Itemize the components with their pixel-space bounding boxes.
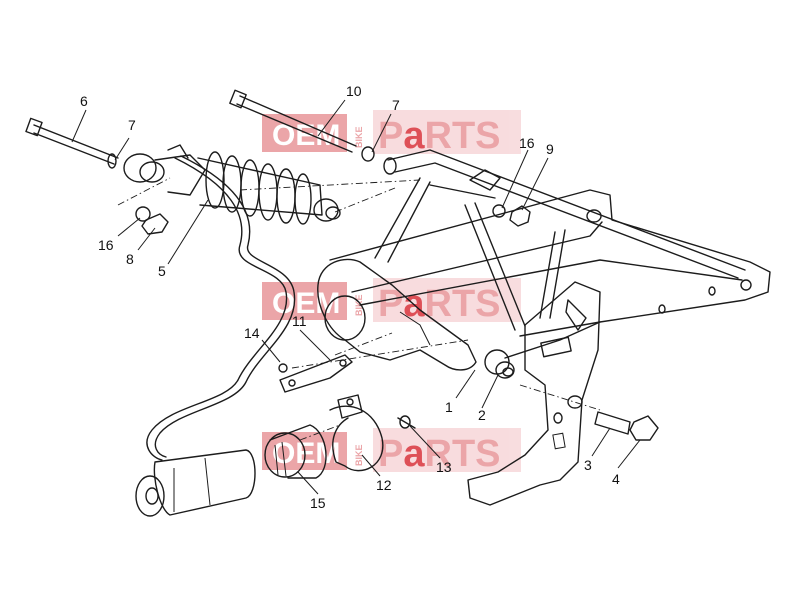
svg-text:PaRTS: PaRTS xyxy=(378,433,501,475)
callout-1: 1 xyxy=(445,399,453,415)
callout-9: 9 xyxy=(546,141,554,157)
callout-11: 11 xyxy=(292,313,307,329)
callout-4: 4 xyxy=(612,471,620,487)
callout-13: 13 xyxy=(436,459,452,475)
callout-8: 8 xyxy=(126,251,134,267)
leader-lines xyxy=(71,99,641,495)
svg-text:BIKE: BIKE xyxy=(354,126,364,148)
callout-14: 14 xyxy=(244,325,260,341)
callout-3: 3 xyxy=(584,457,592,473)
shock-absorber-drawing xyxy=(123,144,341,225)
callout-5: 5 xyxy=(158,263,166,279)
callout-7-right: 7 xyxy=(392,97,400,113)
callout-labels: 6 7 10 7 16 9 16 8 5 14 11 1 2 3 4 13 12… xyxy=(80,83,620,511)
watermark-middle: OEM BIKE PaRTS xyxy=(262,278,521,325)
preload-adjuster-drawing xyxy=(135,155,296,517)
watermark-top: OEM BIKE PaRTS xyxy=(262,110,521,157)
clamp-parts-drawing xyxy=(264,354,416,479)
svg-text:BIKE: BIKE xyxy=(354,444,364,466)
callout-16-right: 16 xyxy=(519,135,535,151)
callout-10: 10 xyxy=(346,83,362,99)
svg-text:OEM: OEM xyxy=(272,437,340,470)
callout-6: 6 xyxy=(80,93,88,109)
assembly-lines xyxy=(117,177,601,441)
svg-text:BIKE: BIKE xyxy=(354,294,364,316)
callout-16-left: 16 xyxy=(98,237,114,253)
callout-15: 15 xyxy=(310,495,326,511)
svg-text:PaRTS: PaRTS xyxy=(378,115,501,157)
callout-7-left: 7 xyxy=(128,117,136,133)
fasteners-drawing xyxy=(25,89,659,441)
callout-2: 2 xyxy=(478,407,486,423)
callout-12: 12 xyxy=(376,477,392,493)
swingarm-drawing xyxy=(317,149,771,506)
